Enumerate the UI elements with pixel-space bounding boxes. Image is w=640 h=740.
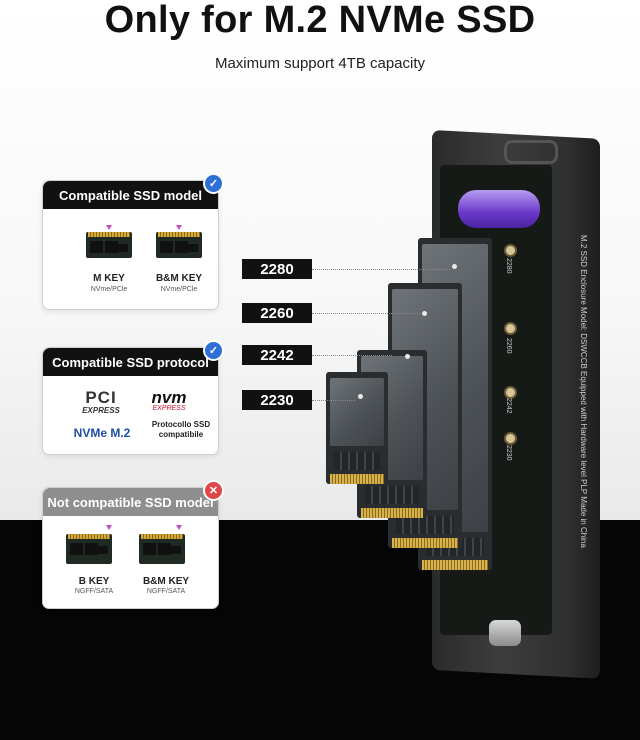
m-key-ssd-image <box>86 232 132 258</box>
ssd-board-2230 <box>326 372 388 484</box>
size-leader-line <box>312 355 392 356</box>
bm-key-sublabel: NVme/PCle <box>160 286 198 293</box>
protocol-compatible-label: Protocollo SSD compatibile <box>151 420 211 439</box>
mount-screw-icon <box>504 244 517 257</box>
mount-mark-2230: 2230 <box>505 445 512 461</box>
bm-key-label: B&M KEY <box>155 273 203 284</box>
page-subtitle: Maximum support 4TB capacity <box>214 55 426 72</box>
compatible-protocol-card: Compatible SSD protocol ✓ PCI EXPRESS nv… <box>42 340 224 455</box>
x-circle-icon: ✕ <box>203 480 224 501</box>
b-key-label: B KEY <box>78 576 110 587</box>
bm-key-ssd-image <box>139 534 185 564</box>
b-key-ssd-image <box>66 534 112 564</box>
nvme-m2-label: NVMe M.2 <box>73 426 131 440</box>
pci-express-logo: PCI EXPRESS <box>82 388 120 415</box>
size-label-2242: 2242 <box>242 345 312 365</box>
bm-key-label: B&M KEY <box>142 576 190 587</box>
m-key-sublabel: NVme/PCle <box>90 286 128 293</box>
notch-pointer-icon <box>176 525 182 530</box>
size-label-2260: 2260 <box>242 303 312 323</box>
mount-screw-icon <box>504 386 517 399</box>
size-leader-line <box>312 269 450 270</box>
enclosure-side-text: M.2 SSD Enclosure Model: DSWCCB Equipped… <box>579 235 588 548</box>
compatible-model-card: Compatible SSD model ✓ M KEY NVme/PCle B… <box>42 173 224 310</box>
notch-pointer-icon <box>176 225 182 230</box>
not-compatible-model-title: Not compatible SSD model <box>43 488 218 516</box>
size-leader-line <box>312 313 420 314</box>
mount-mark-2280: 2280 <box>505 258 512 274</box>
size-label-2280: 2280 <box>242 259 312 279</box>
not-compatible-model-card: Not compatible SSD model ✕ B KEY NGFF/SA… <box>42 480 224 609</box>
bm-key-sublabel: NGFF/SATA <box>146 588 186 595</box>
nvm-express-logo: nvm EXPRESS <box>151 388 187 412</box>
usb-c-port <box>489 620 521 646</box>
compatible-model-title: Compatible SSD model <box>43 181 218 209</box>
enclosure-lanyard-slot <box>504 140 558 164</box>
page-title: Only for M.2 NVMe SSD <box>104 0 536 41</box>
m-key-label: M KEY <box>93 273 125 284</box>
mount-screw-icon <box>504 322 517 335</box>
notch-pointer-icon <box>106 225 112 230</box>
mount-mark-2260: 2260 <box>505 338 512 354</box>
check-circle-icon: ✓ <box>203 173 224 194</box>
check-circle-icon: ✓ <box>203 340 224 361</box>
size-leader-line <box>312 400 356 401</box>
notch-pointer-icon <box>106 525 112 530</box>
compatible-protocol-title: Compatible SSD protocol <box>43 348 218 376</box>
bm-key-ssd-image <box>156 232 202 258</box>
mount-mark-2242: 2242 <box>505 398 512 414</box>
mount-screw-icon <box>504 432 517 445</box>
plp-capacitor <box>458 190 540 228</box>
size-label-2230: 2230 <box>242 390 312 410</box>
b-key-sublabel: NGFF/SATA <box>74 588 114 595</box>
